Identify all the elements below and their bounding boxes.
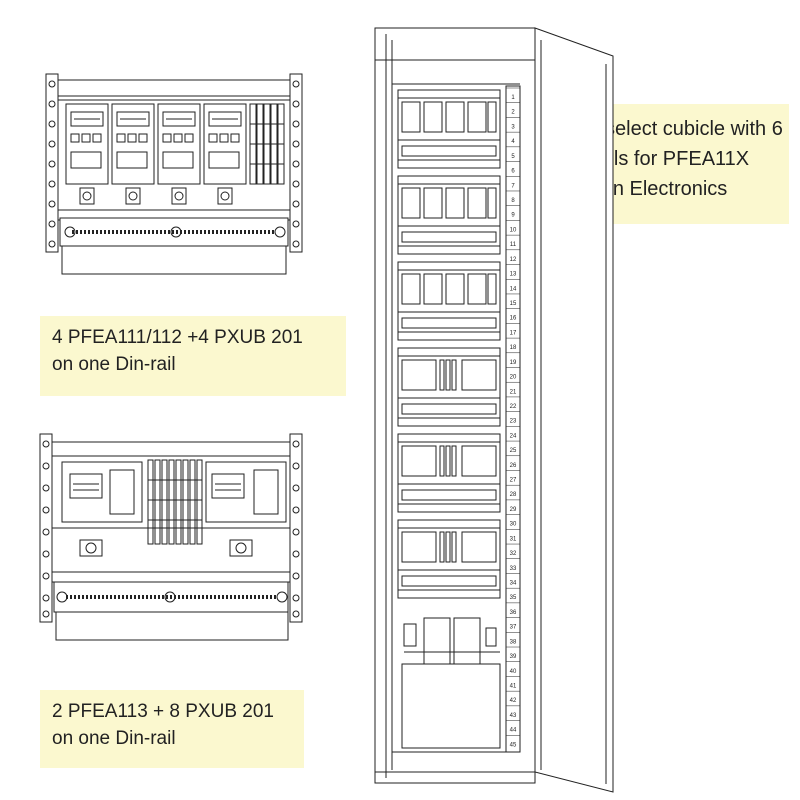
cabinet-din-rail-2: [397, 175, 501, 255]
bottom-rail-caption-line1: 2 PFEA113 + 8 PXUB 201: [52, 701, 274, 722]
row-number-label: 2: [511, 110, 515, 116]
row-number-label: 6: [511, 169, 515, 175]
bottom-rail-terminal-blocks: [147, 459, 203, 545]
row-number-label: 19: [510, 360, 517, 366]
cabinet-drawing: [374, 27, 614, 793]
row-number-label: 31: [510, 536, 517, 542]
bottom-rail-module-2: [205, 461, 287, 557]
bottom-rail-module-1: [61, 461, 143, 557]
row-number-label: 14: [510, 286, 517, 292]
row-number-label: 15: [510, 301, 517, 307]
top-rail-module-2: [111, 103, 155, 205]
row-number-label: 35: [510, 595, 517, 601]
top-din-rail-assembly: [45, 73, 303, 275]
row-number-label: 22: [510, 404, 517, 410]
row-number-label: 7: [511, 183, 515, 189]
row-number-label: 44: [510, 728, 517, 734]
row-number-label: 4: [511, 139, 515, 145]
row-number-label: 13: [510, 272, 517, 278]
top-rail-mounting-holes: [48, 80, 300, 248]
row-number-label: 20: [510, 375, 517, 381]
row-number-label: 34: [510, 581, 517, 587]
top-rail-caption-line2: on one Din-rail: [52, 354, 176, 375]
cabinet-din-rail-6: [397, 519, 501, 599]
row-number-label: 28: [510, 492, 517, 498]
top-rail-module-3: [157, 103, 201, 205]
row-number-label: 24: [510, 433, 517, 439]
bottom-din-rail-assembly: [39, 433, 303, 641]
row-number-label: 17: [510, 330, 517, 336]
row-number-label: 26: [510, 463, 517, 469]
top-rail-caption: 4 PFEA111/112 +4 PXUB 201 on one Din-rai…: [40, 316, 346, 396]
bottom-rail-mounting-holes: [42, 440, 300, 618]
row-number-label: 25: [510, 448, 517, 454]
cabinet-power-supplies: [401, 617, 501, 749]
row-number-label: 30: [510, 522, 517, 528]
row-number-label: 39: [510, 654, 517, 660]
row-number-label: 5: [511, 154, 515, 160]
top-rail-caption-line1: 4 PFEA111/112 +4 PXUB 201: [52, 327, 303, 348]
cabinet-row-numbers: 1234567891011121314151617181920212223242…: [506, 87, 520, 748]
row-number-label: 9: [511, 213, 515, 219]
row-number-label: 8: [511, 198, 515, 204]
row-number-label: 36: [510, 610, 517, 616]
row-number-label: 18: [510, 345, 517, 351]
cabinet-din-rail-5: [397, 433, 501, 513]
row-number-label: 12: [510, 257, 517, 263]
row-number-label: 10: [510, 227, 517, 233]
cabinet-din-rail-4: [397, 347, 501, 427]
row-number-label: 32: [510, 551, 517, 557]
row-number-label: 29: [510, 507, 517, 513]
row-number-label: 38: [510, 639, 517, 645]
row-number-label: 33: [510, 566, 517, 572]
row-number-label: 27: [510, 478, 517, 484]
bottom-rail-caption-line2: on one Din-rail: [52, 728, 176, 749]
cabinet-door: [534, 27, 614, 793]
row-number-label: 40: [510, 669, 517, 675]
row-number-label: 41: [510, 683, 517, 689]
row-number-label: 16: [510, 316, 517, 322]
row-number-label: 45: [510, 742, 517, 748]
top-rail-terminal-blocks: [249, 103, 285, 185]
cabinet-din-rail-3: [397, 261, 501, 341]
row-number-label: 42: [510, 698, 517, 704]
bottom-rail-caption: 2 PFEA113 + 8 PXUB 201 on one Din-rail: [40, 690, 304, 768]
row-number-label: 1: [511, 95, 515, 101]
row-number-label: 37: [510, 625, 517, 631]
row-number-label: 23: [510, 419, 517, 425]
row-number-label: 43: [510, 713, 517, 719]
row-number-label: 3: [511, 124, 515, 130]
top-rail-module-1: [65, 103, 109, 205]
row-number-label: 11: [510, 242, 517, 248]
top-rail-module-4: [203, 103, 247, 205]
row-number-label: 21: [510, 389, 517, 395]
row-number-strip: [505, 85, 521, 753]
cabinet-din-rail-1: [397, 89, 501, 169]
